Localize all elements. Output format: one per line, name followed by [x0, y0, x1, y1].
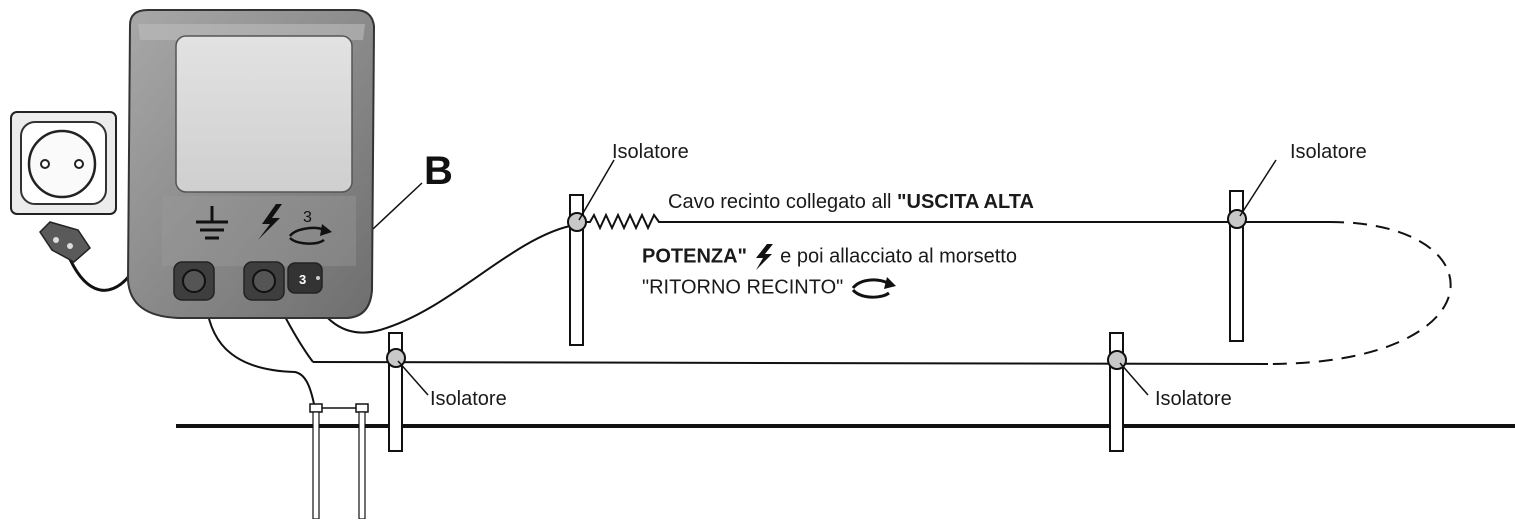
lightning-bolt-icon [258, 204, 282, 240]
fence-return-icon: 3 [289, 209, 332, 245]
ground-symbol-icon [196, 206, 228, 240]
insulator-label: Isolatore [612, 141, 689, 163]
lightning-bolt-icon [755, 244, 773, 270]
upper-fence-wire [583, 212, 1330, 231]
caption-line-2-text: e poi allacciato al morsetto [774, 245, 1017, 268]
insulator [567, 212, 587, 232]
insulator-label: Isolatore [1290, 141, 1367, 163]
caption-line-3: "RITORNO RECINTO" [642, 274, 897, 302]
insulator [1227, 209, 1247, 229]
insulator-label: Isolatore [1155, 388, 1232, 410]
fence-return-terminal: 3 [287, 262, 323, 294]
fence-output-terminal [243, 261, 285, 301]
terminal-number: 3 [299, 272, 306, 287]
dashed-fence-loop [1267, 221, 1452, 365]
fence-post [569, 194, 584, 346]
fence-return-icon [851, 277, 896, 299]
b-marker-label: B [424, 149, 453, 193]
insulator [386, 348, 406, 368]
fence-energizer: 3 3 [126, 9, 376, 319]
caption-line-1-bold: "USCITA ALTA [897, 191, 1034, 213]
return-symbol-number: 3 [303, 209, 312, 226]
leader-line [397, 360, 429, 396]
caption-line-2-bold: POTENZA" [642, 245, 748, 268]
leader-line [1239, 159, 1277, 217]
earth-terminal [173, 261, 215, 301]
energizer-front-panel [175, 35, 353, 193]
caption-line-1: Cavo recinto collegato all "USCITA ALTA [668, 190, 1034, 214]
caption-line-1-text: Cavo recinto collegato all [668, 191, 898, 213]
caption-line-2: POTENZA" e poi allacciato al morsetto [642, 243, 1017, 271]
power-plug-icon [39, 221, 132, 292]
leader-line [1119, 362, 1149, 396]
leader-line [578, 159, 615, 221]
power-socket-icon [10, 111, 117, 215]
insulator-label: Isolatore [430, 388, 507, 410]
caption-line-3-text: "RITORNO RECINTO" [642, 276, 844, 299]
earth-rods [309, 403, 369, 520]
